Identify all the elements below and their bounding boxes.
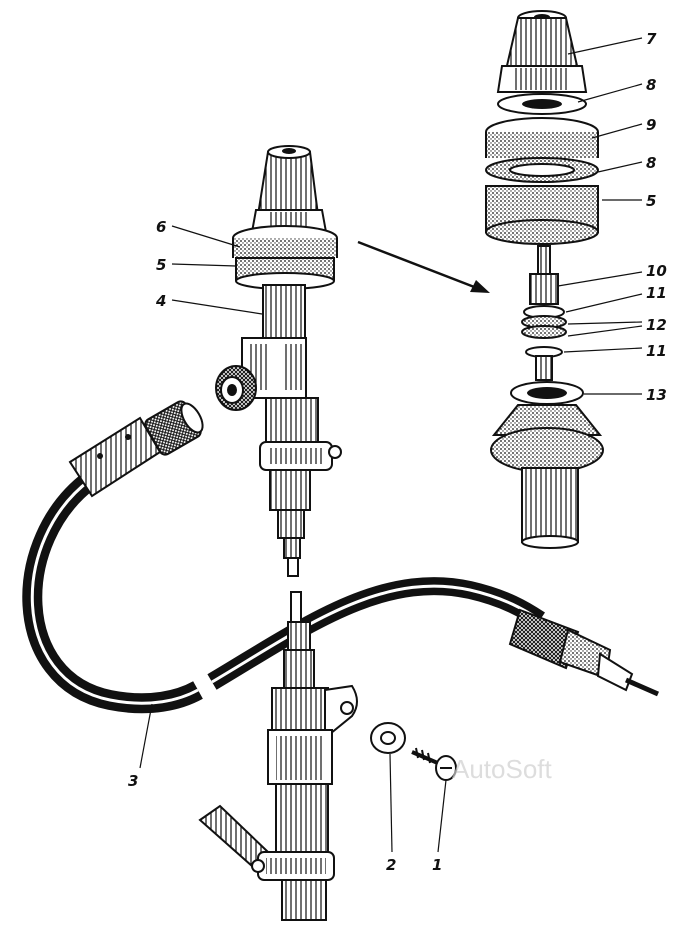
part-1-screw (411, 747, 457, 781)
callout-4: 4 (155, 292, 166, 310)
callout-2: 2 (386, 856, 396, 874)
callout-3: 3 (128, 772, 138, 790)
drive-assembly-center (215, 145, 342, 577)
callout-10: 10 (646, 262, 667, 280)
exploded-view-arrow (357, 240, 490, 293)
flexible-cable (22, 400, 204, 714)
leader-lines (139, 37, 643, 853)
cable-to-sensor (207, 577, 660, 697)
callout-1: 1 (432, 856, 442, 874)
callout-9: 9 (646, 116, 656, 134)
callout-8-top: 8 (646, 76, 656, 94)
callout-7: 7 (646, 30, 657, 48)
callout-11-top: 11 (646, 284, 667, 302)
drive-exploded-view (485, 10, 604, 549)
callout-8-bottom: 8 (646, 154, 656, 172)
callout-13: 13 (646, 386, 667, 404)
callout-labels: 6 5 4 3 2 1 7 8 9 8 5 10 11 12 11 13 (128, 30, 667, 874)
callout-12: 12 (646, 316, 667, 334)
callout-6: 6 (156, 218, 166, 236)
callout-5-left: 5 (156, 256, 166, 274)
part-2-washer (370, 722, 406, 754)
callout-5-right: 5 (646, 192, 656, 210)
lower-drive-assembly (198, 591, 358, 921)
callout-11-bottom: 11 (646, 342, 667, 360)
watermark-text: AutoSoft (452, 754, 553, 784)
